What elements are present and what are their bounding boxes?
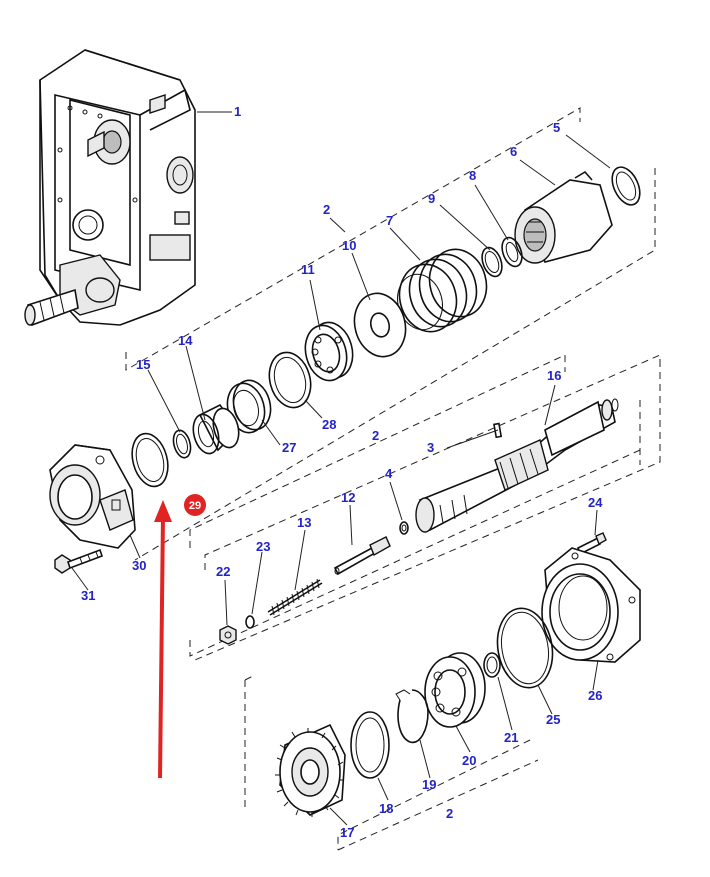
nut-22 xyxy=(219,625,237,645)
ring-28 xyxy=(268,351,312,409)
assembly-frame-middle xyxy=(189,354,641,657)
label-17: 17 xyxy=(340,825,354,840)
ring-15 xyxy=(172,429,192,459)
pointer-arrow xyxy=(154,500,172,779)
seal-ring-25 xyxy=(496,607,554,689)
label-13: 13 xyxy=(297,515,311,530)
spring-13 xyxy=(267,578,323,616)
snap-ring-29 xyxy=(131,432,169,488)
assembly-frame-lower xyxy=(194,354,661,661)
label-25: 25 xyxy=(546,712,560,727)
label-21: 21 xyxy=(504,730,518,745)
bearing-20 xyxy=(424,652,486,728)
label-23: 23 xyxy=(256,539,270,554)
assembly-frame-bottom xyxy=(244,674,539,851)
gearbox-housing xyxy=(24,49,196,327)
label-8: 8 xyxy=(469,168,476,183)
splined-coupling xyxy=(514,170,613,264)
shaft xyxy=(415,398,619,533)
label-31: 31 xyxy=(81,588,95,603)
label-16: 16 xyxy=(547,368,561,383)
label-29: 29 xyxy=(189,500,201,512)
assembly-frame-upper xyxy=(125,107,656,561)
bolt-31 xyxy=(54,548,104,574)
ring-21 xyxy=(483,652,501,678)
label-5: 5 xyxy=(553,120,560,135)
label-10: 10 xyxy=(342,238,356,253)
circlip-19 xyxy=(395,689,429,744)
seal-ring-5 xyxy=(611,166,641,206)
label-11: 11 xyxy=(301,262,315,277)
label-28: 28 xyxy=(322,417,336,432)
spring-stack xyxy=(397,248,488,333)
bracket-housing xyxy=(49,444,136,549)
ring-9 xyxy=(481,246,503,278)
label-9: 9 xyxy=(428,191,435,206)
label-12: 12 xyxy=(341,490,355,505)
label-27: 27 xyxy=(282,440,296,455)
sleeve-14 xyxy=(192,403,240,455)
label-18: 18 xyxy=(379,801,393,816)
label-26: 26 xyxy=(588,688,602,703)
label-14: 14 xyxy=(178,333,193,348)
highlight-badge-29: 29 xyxy=(184,494,206,516)
ring-23 xyxy=(245,615,255,629)
gear-17 xyxy=(275,723,346,817)
label-7: 7 xyxy=(386,213,393,228)
label-3: 3 xyxy=(427,440,434,455)
label-15: 15 xyxy=(136,357,150,372)
label-2-middle: 2 xyxy=(372,428,379,443)
label-19: 19 xyxy=(422,777,436,792)
label-2-upper: 2 xyxy=(323,202,330,217)
bearing-11 xyxy=(304,321,354,382)
thrust-washer xyxy=(353,292,407,358)
leader-lines xyxy=(71,111,611,826)
ring-4 xyxy=(399,521,409,535)
label-20: 20 xyxy=(462,753,476,768)
label-30: 30 xyxy=(132,558,146,573)
thrust-ring-18 xyxy=(350,711,390,779)
label-6: 6 xyxy=(510,144,517,159)
cover-26 xyxy=(541,547,641,663)
label-1: 1 xyxy=(234,104,241,119)
callout-labels: 1 2 5 6 8 9 7 10 11 14 15 16 28 2 3 27 4… xyxy=(81,104,603,840)
plunger-12 xyxy=(333,536,391,576)
label-22: 22 xyxy=(216,564,230,579)
highlight-circle xyxy=(184,494,206,516)
label-4: 4 xyxy=(385,466,393,481)
label-24: 24 xyxy=(588,495,603,510)
label-2-bottom: 2 xyxy=(446,806,453,821)
